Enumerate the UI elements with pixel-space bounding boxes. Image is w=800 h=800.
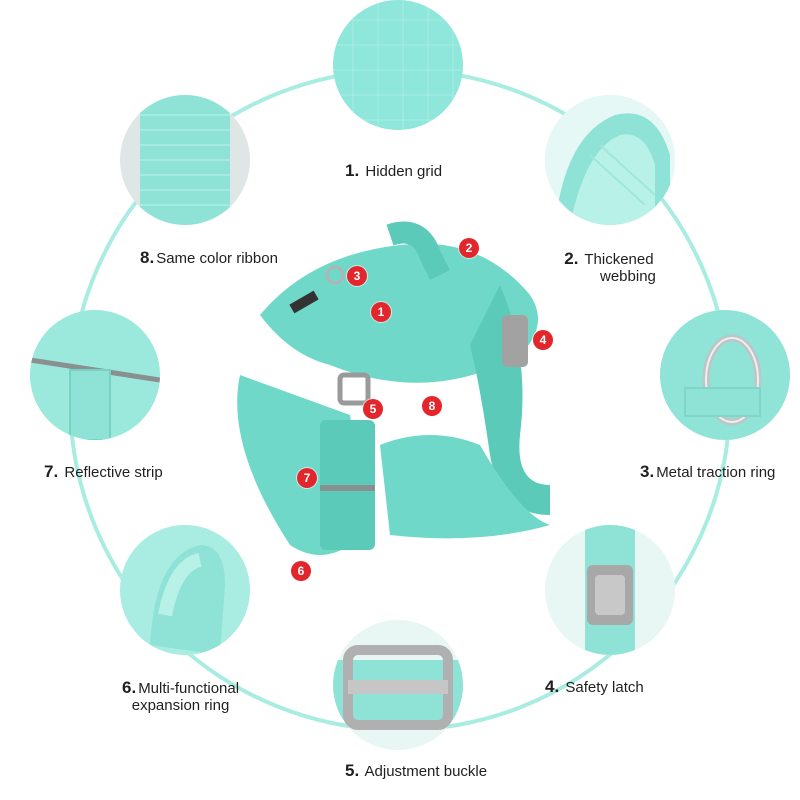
feature-number: 5. bbox=[345, 761, 360, 780]
feature-number: 6. bbox=[122, 678, 137, 697]
feature-label-same-color-ribbon: 8.Same color ribbon bbox=[140, 249, 278, 267]
feature-text: Reflective strip bbox=[64, 464, 163, 481]
marker-4: 4 bbox=[533, 330, 553, 350]
feature-label-metal-ring: 3.Metal traction ring bbox=[640, 463, 775, 481]
thumb-thickened-webbing bbox=[545, 95, 675, 225]
feature-number: 7. bbox=[44, 462, 59, 481]
feature-label-thickened-webbing: 2. Thickened webbing bbox=[562, 250, 656, 285]
feature-text: Hidden grid bbox=[365, 163, 443, 180]
feature-label-expansion-ring: 6.Multi-functional expansion ring bbox=[122, 679, 239, 714]
thumb-metal-ring bbox=[660, 310, 790, 440]
marker-7: 7 bbox=[297, 468, 317, 488]
feature-label-hidden-grid: 1. Hidden grid bbox=[345, 162, 442, 180]
marker-8: 8 bbox=[422, 396, 442, 416]
feature-number: 2. bbox=[564, 249, 579, 268]
feature-label-adjustment-buckle: 5. Adjustment buckle bbox=[345, 762, 487, 780]
feature-label-safety-latch: 4. Safety latch bbox=[545, 678, 644, 696]
feature-number: 8. bbox=[140, 248, 155, 267]
harness-illustration bbox=[237, 221, 550, 555]
feature-text: Multi-functional bbox=[138, 680, 240, 697]
feature-text: Thickened bbox=[584, 251, 654, 268]
feature-text-line2: expansion ring bbox=[131, 697, 230, 714]
feature-text: Safety latch bbox=[565, 679, 644, 696]
thumb-same-color-ribbon bbox=[120, 95, 250, 225]
marker-2: 2 bbox=[459, 238, 479, 258]
feature-label-reflective-strip: 7. Reflective strip bbox=[44, 463, 163, 481]
feature-number: 4. bbox=[545, 677, 560, 696]
feature-text: Adjustment buckle bbox=[364, 763, 488, 780]
thumb-safety-latch bbox=[545, 525, 675, 655]
feature-text: Metal traction ring bbox=[656, 464, 776, 481]
marker-3: 3 bbox=[347, 266, 367, 286]
thumb-adjustment-buckle bbox=[333, 620, 463, 750]
feature-number: 3. bbox=[640, 462, 655, 481]
thumb-expansion-ring bbox=[120, 525, 250, 655]
marker-1: 1 bbox=[371, 302, 391, 322]
feature-number: 1. bbox=[345, 161, 360, 180]
thumb-hidden-grid bbox=[333, 0, 463, 130]
marker-6: 6 bbox=[291, 561, 311, 581]
thumb-reflective-strip bbox=[30, 310, 160, 440]
feature-text-line2: webbing bbox=[600, 268, 656, 285]
feature-text: Same color ribbon bbox=[156, 250, 278, 267]
marker-5: 5 bbox=[363, 399, 383, 419]
